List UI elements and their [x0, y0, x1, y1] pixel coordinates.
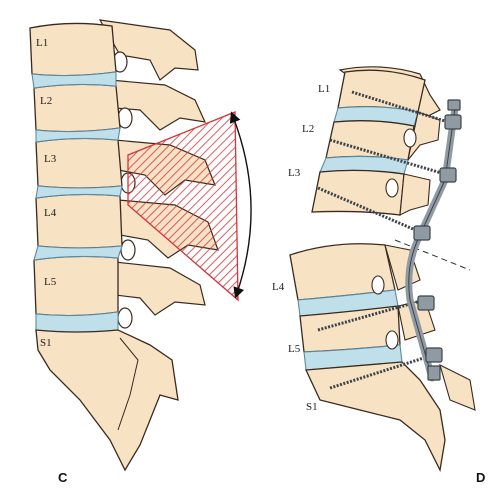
panel-d-sacrum [305, 361, 446, 473]
panel-c-label-l3: L3 [44, 153, 57, 165]
panel-d-lower-segment [289, 243, 476, 473]
panel-c-label-l4: L4 [44, 207, 57, 219]
panel-c: L1 L2 L3 L4 L5 S1 C [29, 19, 252, 485]
screw-heads [413, 99, 462, 381]
panel-c-label-l5: L5 [44, 276, 57, 288]
panel-d-label-l1: L1 [318, 83, 330, 95]
panel-c-vertebral-bodies [29, 22, 123, 317]
panel-d: L1 L2 L3 L4 L5 S1 D [272, 66, 485, 485]
panel-d-label-l5: L5 [288, 343, 301, 355]
panel-c-label-s1: S1 [40, 337, 52, 349]
panel-d-label-l2: L2 [302, 123, 314, 135]
panel-c-label-l1: L1 [36, 37, 48, 49]
panel-d-upper-segment [311, 66, 441, 216]
resection-wedge [127, 111, 239, 302]
panel-d-label-s1: S1 [306, 401, 318, 413]
panel-d-label-l4: L4 [272, 281, 285, 293]
panel-d-label-l3: L3 [288, 167, 301, 179]
panel-d-letter: D [476, 470, 485, 485]
panel-c-label-l2: L2 [40, 95, 52, 107]
pedicle-screw-icon [317, 90, 449, 390]
osteotomy-line [394, 239, 471, 271]
panel-c-letter: C [58, 470, 68, 485]
panel-c-sacrum [35, 329, 179, 472]
double-arrow-arc-icon [229, 111, 252, 299]
